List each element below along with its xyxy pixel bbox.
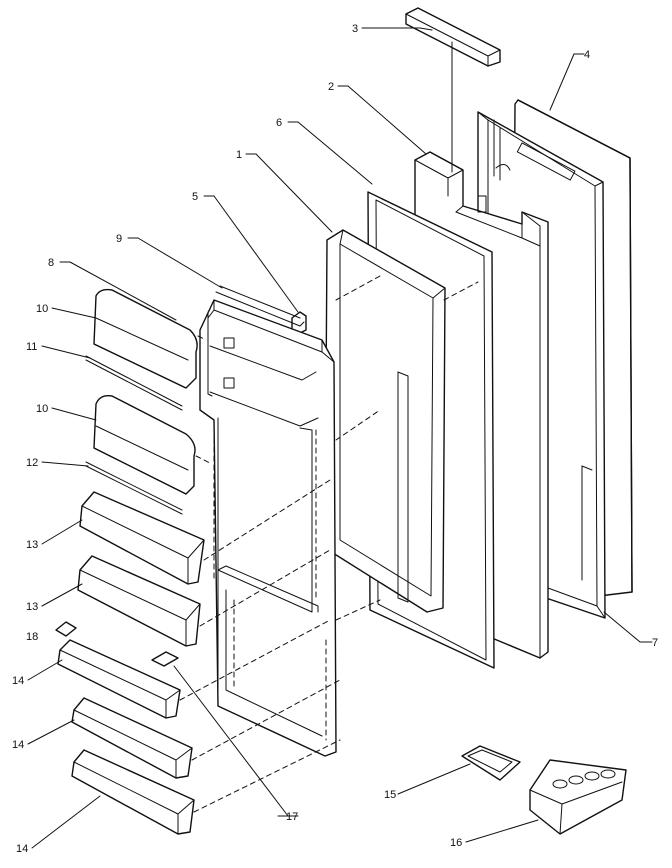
callout-14-3: 14 <box>16 843 28 855</box>
callout-9: 9 <box>116 233 122 245</box>
part-11-door-trim <box>85 355 183 411</box>
callout-13-lower: 13 <box>26 601 38 613</box>
part-1-inner-liner <box>324 229 446 613</box>
callout-15: 15 <box>384 789 396 801</box>
callout-17: 17 <box>286 811 298 823</box>
part-17-clip <box>151 651 179 667</box>
part-9-top-rail <box>215 285 305 327</box>
callout-18: 18 <box>26 631 38 643</box>
callout-13-upper: 13 <box>26 539 38 551</box>
callout-2: 2 <box>328 81 334 93</box>
part-16-egg-tray <box>529 759 627 835</box>
assembly-guide-lines <box>179 275 479 813</box>
callout-8: 8 <box>48 257 54 269</box>
callout-10-upper: 10 <box>36 303 48 315</box>
callout-11: 11 <box>26 341 37 353</box>
callout-16: 16 <box>450 837 462 849</box>
callout-1: 1 <box>236 149 242 161</box>
part-14-door-shelf-2 <box>71 697 193 779</box>
part-14-door-shelf-1 <box>57 639 181 719</box>
callout-10-lower: 10 <box>36 403 48 415</box>
part-10-dairy-door-lower <box>93 394 196 495</box>
part-13-door-bin-lower <box>77 555 201 647</box>
callout-3: 3 <box>352 23 358 35</box>
door-liner-body <box>199 299 337 757</box>
part-15-tray <box>461 745 521 781</box>
callout-5: 5 <box>192 191 198 203</box>
part-18-clip <box>55 621 77 637</box>
callout-14-1: 14 <box>12 675 24 687</box>
callout-labels: 3 2 4 6 1 5 9 8 10 11 10 12 13 13 18 14 … <box>12 23 658 855</box>
callout-14-2: 14 <box>12 739 24 751</box>
part-12-door-trim <box>85 461 183 515</box>
part-10-dairy-door-upper <box>93 288 198 389</box>
callout-7: 7 <box>652 637 658 649</box>
part-3-top-trim <box>405 7 501 173</box>
callout-leaders <box>27 27 653 849</box>
callout-6: 6 <box>276 117 282 129</box>
part-14-door-shelf-3 <box>71 749 195 835</box>
part-13-door-bin-upper <box>79 491 205 585</box>
callout-4: 4 <box>584 49 590 61</box>
callout-12: 12 <box>26 457 38 469</box>
